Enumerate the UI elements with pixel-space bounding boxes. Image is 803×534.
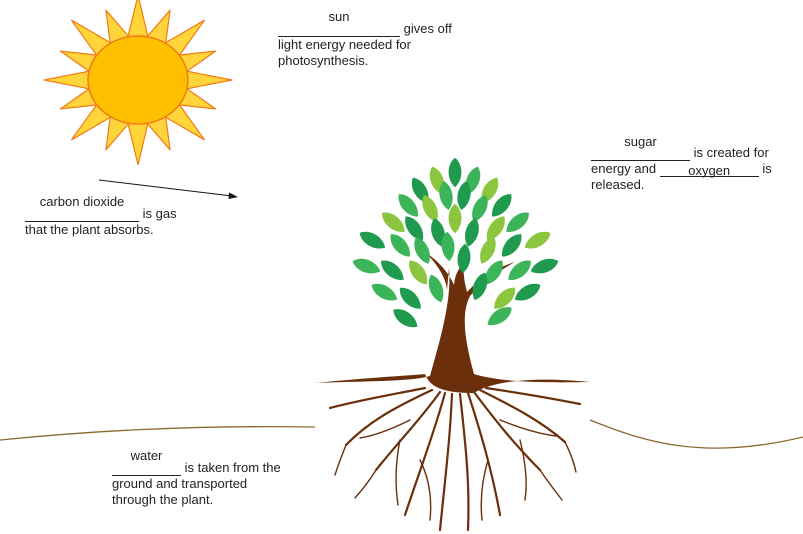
carbon-dioxide-blank[interactable]: carbon dioxide	[25, 194, 139, 222]
leaf	[405, 216, 424, 241]
leaf	[431, 218, 445, 247]
root	[458, 392, 470, 532]
root	[466, 391, 502, 517]
leaf	[465, 218, 479, 247]
leaf	[514, 283, 541, 301]
root	[359, 419, 411, 439]
leaves	[352, 157, 559, 328]
root	[484, 386, 582, 406]
root	[539, 469, 563, 501]
root	[419, 459, 432, 521]
root	[564, 441, 577, 473]
sun-text-after: gives off	[403, 21, 452, 36]
root	[438, 392, 454, 532]
root	[334, 444, 347, 476]
sugar-text-line2-before: energy and	[591, 161, 657, 176]
leaf	[502, 234, 522, 257]
root	[478, 388, 567, 444]
root	[519, 439, 527, 501]
leaf	[480, 237, 496, 264]
water-label: water is taken from the ground and trans…	[112, 448, 312, 508]
leaf	[371, 283, 398, 301]
leaf	[359, 231, 386, 249]
root	[403, 391, 447, 517]
leaf	[472, 272, 488, 301]
root	[395, 439, 401, 506]
leaf	[494, 287, 516, 309]
root	[499, 419, 557, 437]
sugar-text-after: is created for	[693, 145, 769, 160]
carbon-dioxide-label: carbon dioxide is gas that the plant abs…	[25, 194, 225, 238]
root	[480, 459, 489, 521]
roots	[328, 386, 582, 532]
water-answer: water	[130, 448, 163, 463]
leaf	[352, 258, 381, 274]
leaf	[382, 212, 405, 232]
leaf	[506, 212, 529, 232]
oxygen-blank[interactable]: oxygen	[659, 163, 759, 178]
leaf	[524, 231, 551, 249]
sun-text-line2: light energy needed for	[278, 37, 411, 52]
leaf	[530, 258, 559, 274]
sun-answer: sun	[328, 9, 350, 24]
leaf	[439, 180, 453, 210]
leaf	[448, 203, 462, 234]
arrow-icon	[98, 179, 238, 199]
root	[354, 469, 377, 499]
carbon-dioxide-text-line2: that the plant absorbs.	[25, 222, 154, 237]
ground-line-right	[589, 419, 803, 449]
sugar-answer: sugar	[624, 134, 657, 149]
sugar-text-line2-after: is	[762, 161, 772, 176]
sugar-oxygen-label: sugar is created for energy and oxygen i…	[591, 134, 801, 193]
leaf	[409, 260, 428, 285]
leaf	[398, 194, 418, 217]
leaf	[457, 180, 471, 210]
water-text-line2: ground and transported	[112, 476, 248, 491]
leaf	[422, 195, 438, 222]
root	[344, 388, 434, 447]
leaf	[486, 216, 505, 241]
leaf	[457, 243, 471, 274]
leaf	[492, 194, 512, 217]
ground-line-left	[0, 426, 316, 441]
sun-blank[interactable]: sun	[278, 9, 400, 37]
sun-icon	[43, 0, 233, 166]
sun-label: sun gives off light energy needed for ph…	[278, 9, 468, 69]
water-text-line3: through the plant.	[112, 492, 214, 507]
root	[472, 390, 542, 472]
water-blank[interactable]: water	[112, 448, 181, 476]
tree-icon	[316, 157, 590, 532]
carbon-dioxide-text-after: is gas	[142, 206, 177, 221]
leaf	[441, 231, 455, 262]
leaf	[487, 307, 512, 326]
root	[328, 386, 427, 410]
leaf	[428, 274, 444, 303]
oxygen-answer: oxygen	[688, 163, 731, 178]
leaf	[414, 237, 430, 264]
leaf	[484, 260, 503, 285]
tree-trunk	[316, 252, 590, 393]
leaf	[399, 287, 421, 309]
sun-text-line3: photosynthesis.	[278, 53, 369, 68]
sugar-blank[interactable]: sugar	[591, 134, 690, 161]
leaf	[381, 260, 404, 280]
leaf	[448, 157, 462, 188]
water-text-after: is taken from the	[184, 460, 281, 475]
leaf	[472, 195, 488, 222]
root	[374, 390, 442, 472]
leaf	[508, 260, 531, 280]
leaf	[390, 234, 410, 257]
leaf	[393, 309, 418, 328]
sugar-text-line3: released.	[591, 177, 645, 192]
carbon-dioxide-answer: carbon dioxide	[39, 194, 125, 209]
